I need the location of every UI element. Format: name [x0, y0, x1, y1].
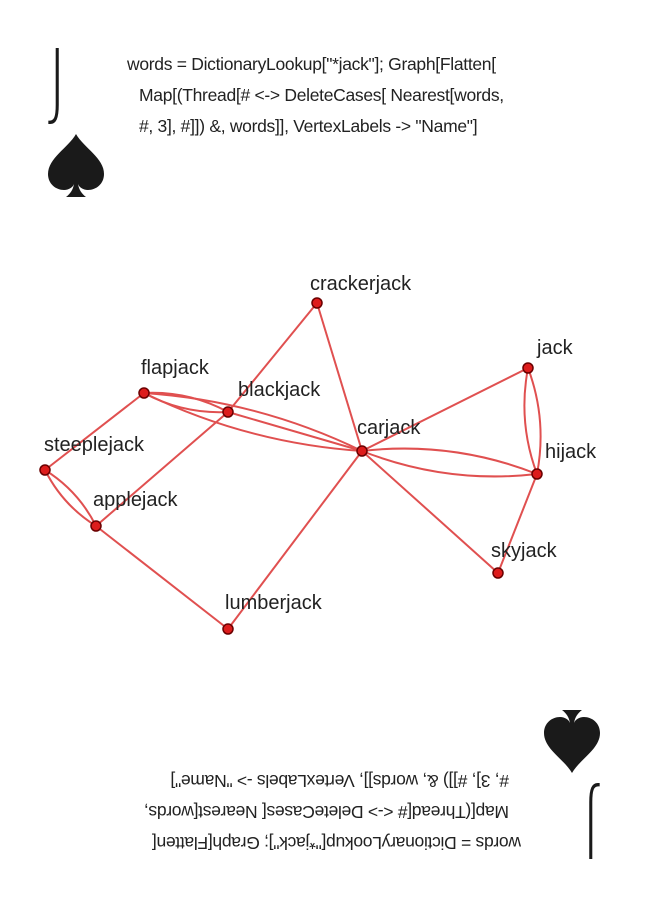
- graph-edge-carjack-hijack: [361, 447, 538, 475]
- graph-vertex-flapjack: [138, 387, 150, 399]
- spade-icon: [48, 134, 104, 197]
- graph-edge-applejack-lumberjack: [95, 525, 229, 630]
- graph-vertex-jack: [522, 362, 534, 374]
- graph-vertex-blackjack: [222, 406, 234, 418]
- graph-vertex-skyjack: [492, 567, 504, 579]
- vertex-label-hijack: hijack: [545, 441, 597, 463]
- graph-edge-flapjack-carjack: [143, 392, 363, 452]
- graph-labels: crackerjack jack flapjack blackjack carjack h…: [44, 273, 597, 614]
- vertex-label-jack: jack: [536, 337, 574, 359]
- graph-edge-steeplejack-applejack: [44, 469, 97, 527]
- graph-vertex-applejack: [90, 520, 102, 532]
- graph-edge-flapjack-steeplejack: [44, 392, 145, 471]
- vertex-label-steeplejack: steeplejack: [44, 434, 145, 456]
- graph-edge-crackerjack-blackjack: [227, 302, 318, 413]
- spade-icon: [544, 710, 600, 773]
- graph-vertex-crackerjack: [311, 297, 323, 309]
- graph-edge-hijack-skyjack: [497, 473, 538, 574]
- graph-edge-lumberjack-carjack: [227, 450, 363, 630]
- graph-edge-carjack-skyjack: [361, 450, 499, 574]
- vertex-label-applejack: applejack: [93, 489, 179, 511]
- graph-edge-crackerjack-carjack: [316, 302, 363, 452]
- card-rank: J: [48, 31, 67, 129]
- code-line: #, 3], #]]) &, words]], VertexLabels -> …: [139, 116, 478, 136]
- graph-edges: [44, 302, 542, 630]
- graph-vertex-steeplejack: [39, 464, 51, 476]
- graph-edge-flapjack-carjack: [143, 392, 363, 452]
- code-snippet: words = DictionaryLookup["*jack"]; Graph…: [127, 49, 504, 142]
- graph-edge-blackjack-carjack: [227, 411, 363, 452]
- graph-edge-blackjack-applejack: [95, 411, 229, 527]
- vertex-label-flapjack: flapjack: [141, 357, 210, 379]
- vertex-label-lumberjack: lumberjack: [225, 592, 323, 614]
- graph-vertices: [39, 297, 543, 635]
- graph-vertex-carjack: [356, 445, 368, 457]
- vertex-label-blackjack: blackjack: [238, 379, 321, 401]
- graph-edge-jack-hijack: [527, 367, 542, 475]
- vertex-label-crackerjack: crackerjack: [310, 273, 412, 295]
- graph-edge-carjack-hijack: [361, 450, 538, 478]
- graph-edge-jack-hijack: [523, 367, 538, 475]
- graph-edge-steeplejack-applejack: [44, 469, 97, 527]
- graph-vertex-lumberjack: [222, 623, 234, 635]
- code-line: words = DictionaryLookup["*jack"]; Graph…: [127, 54, 496, 74]
- graph-vertex-hijack: [531, 468, 543, 480]
- vertex-label-skyjack: skyjack: [491, 540, 558, 562]
- graph-edge-jack-carjack: [361, 367, 529, 452]
- code-line: Map[(Thread[# <-> DeleteCases[ Nearest[w…: [139, 85, 504, 105]
- vertex-label-carjack: carjack: [357, 417, 421, 439]
